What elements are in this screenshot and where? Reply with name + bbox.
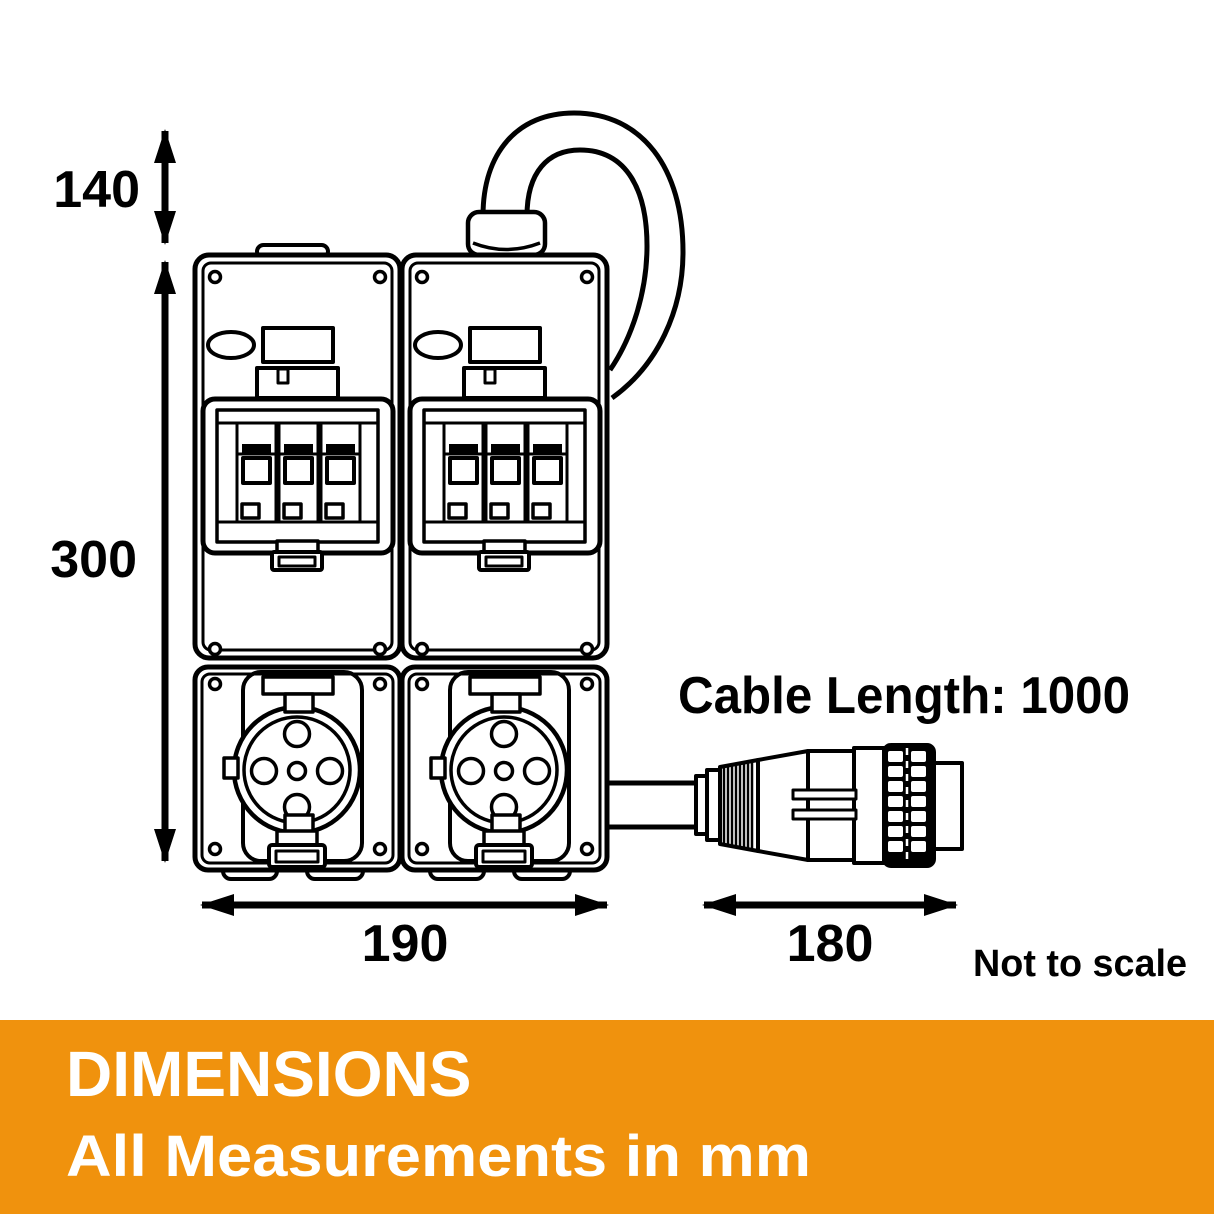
plug-body bbox=[806, 749, 856, 862]
cable-height-label: 140 bbox=[53, 161, 140, 219]
strain-relief bbox=[718, 758, 760, 853]
cable-gland bbox=[465, 209, 548, 258]
banner-background bbox=[0, 1020, 1214, 1214]
plug-tip bbox=[932, 761, 964, 851]
not-to-scale-label: Not to scale bbox=[973, 943, 1187, 985]
cable-length-label: Cable Length: 1000 bbox=[678, 667, 1130, 725]
plug-connector bbox=[694, 743, 964, 868]
box-width-label: 190 bbox=[362, 915, 449, 973]
plug-cone bbox=[756, 749, 810, 862]
box-height-label: 300 bbox=[50, 531, 137, 589]
coupling-ring bbox=[882, 743, 936, 868]
dimensions-banner: DIMENSIONS All Measurements in mm bbox=[0, 1020, 1214, 1214]
latch-prong bbox=[791, 808, 858, 821]
plug-step bbox=[852, 746, 886, 865]
left-outlet-panel bbox=[195, 255, 400, 879]
banner-title: DIMENSIONS bbox=[66, 1038, 471, 1110]
plug-width-label: 180 bbox=[787, 915, 874, 973]
latch-prong bbox=[791, 788, 858, 801]
plug-cable bbox=[600, 780, 700, 830]
cable-loop bbox=[480, 110, 686, 401]
banner-subtitle: All Measurements in mm bbox=[66, 1124, 811, 1189]
right-outlet-panel bbox=[402, 255, 607, 879]
